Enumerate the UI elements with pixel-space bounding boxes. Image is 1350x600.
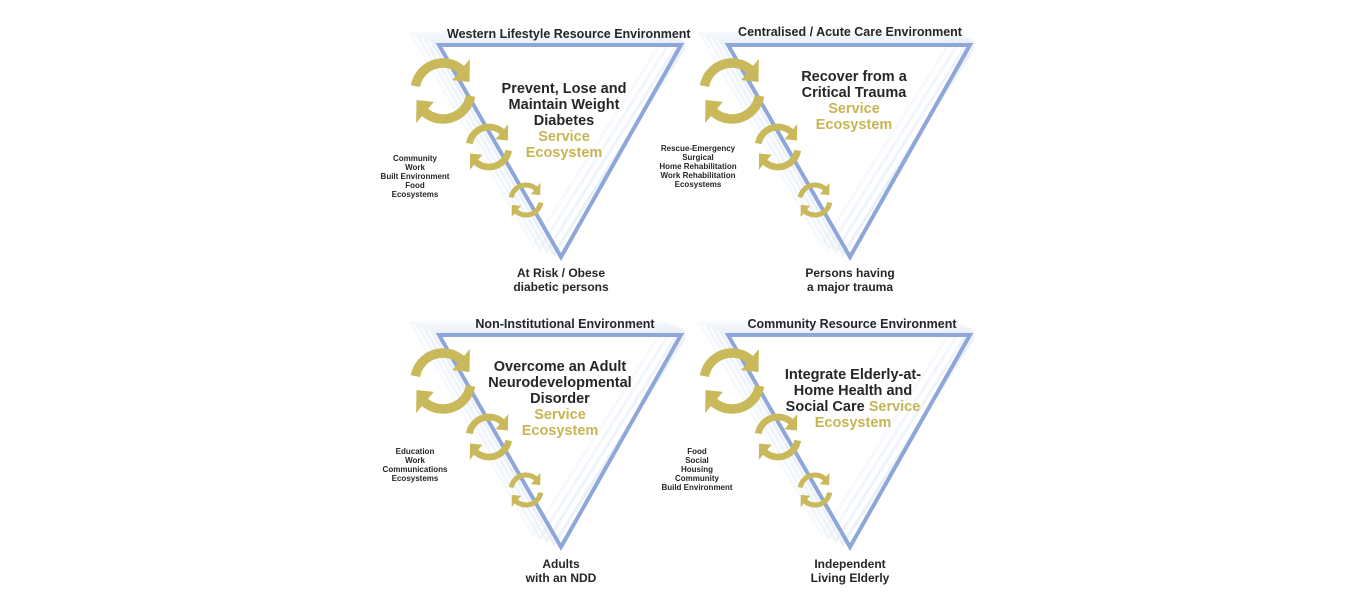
cycle-arrows-icon xyxy=(508,182,544,218)
triangle-ghost-outline xyxy=(422,37,684,254)
triangle-outline xyxy=(435,333,685,552)
cycle-arrows-icon xyxy=(754,413,802,461)
environment-label: Community Resource Environment xyxy=(747,317,957,331)
service-label: Service xyxy=(538,129,590,145)
cycle-arrows-icon xyxy=(410,58,476,124)
service-title: Overcome an Adult Neurodevelopmental Dis… xyxy=(485,359,635,439)
service-title: Integrate Elderly-at- Home Health and So… xyxy=(778,367,928,431)
cycle-arrows-icon xyxy=(797,182,833,218)
target-population: Persons having a major trauma xyxy=(805,266,895,294)
ecosystem-list: Rescue-Emergency Surgical Home Rehabilit… xyxy=(659,144,737,189)
service-label: Service xyxy=(828,101,880,117)
panel-trauma: Centralised / Acute Care Environment Rec… xyxy=(659,15,974,305)
triangle-ghost-outline xyxy=(711,327,973,544)
triangle-diagram xyxy=(408,31,685,262)
triangle-ghost-outline xyxy=(422,327,684,544)
environment-label: Non-Institutional Environment xyxy=(475,317,655,331)
panel-elderly: Community Resource Environment Integrate… xyxy=(661,305,974,595)
triangle-ghost-outline xyxy=(711,37,973,254)
cycle-arrows-icon xyxy=(465,413,513,461)
ecosystem-label: Ecosystem xyxy=(815,117,893,133)
cycle-arrows-icon xyxy=(699,348,765,414)
service-label: Service xyxy=(868,399,921,415)
triangle-ghost-outline xyxy=(704,324,966,541)
triangle-diagram xyxy=(697,31,974,262)
target-population: At Risk / Obese diabetic persons xyxy=(513,266,609,294)
triangle-outline xyxy=(435,43,685,262)
service-title: Recover from a Critical Trauma Service E… xyxy=(784,69,924,133)
ecosystem-label: Ecosystem xyxy=(525,145,603,161)
panel-ndd: Non-Institutional Environment Overcome a… xyxy=(383,305,685,595)
triangle-ghost-outline xyxy=(704,34,966,251)
triangle-ghost-outline xyxy=(415,34,677,251)
target-population: Independent Living Elderly xyxy=(810,557,890,585)
triangle-outline xyxy=(724,333,974,552)
environment-label: Centralised / Acute Care Environment xyxy=(738,25,962,39)
target-population: Adults with an NDD xyxy=(525,557,597,585)
triangle-diagram xyxy=(408,321,685,552)
cycle-arrows-icon xyxy=(465,123,513,171)
cycle-arrows-icon xyxy=(410,348,476,414)
cycle-arrows-icon xyxy=(508,472,544,508)
triangle-ghost-outline xyxy=(415,324,677,541)
ecosystem-label: Ecosystem xyxy=(814,415,892,431)
triangle-ghost-outline xyxy=(718,330,974,547)
ecosystem-list: Education Work Communications Ecosystems xyxy=(382,447,448,483)
triangle-outline xyxy=(724,43,974,262)
panel-diabetes: Western Lifestyle Resource Environment P… xyxy=(381,15,691,305)
cycle-arrows-icon xyxy=(797,472,833,508)
cycle-arrows-icon xyxy=(754,123,802,171)
cycle-arrows-icon xyxy=(699,58,765,124)
ecosystem-list: Community Work Built Environment Food Ec… xyxy=(380,154,450,199)
ecosystem-list: Food Social Housing Community Build Envi… xyxy=(661,447,733,492)
service-title: Prevent, Lose and Maintain Weight Diabet… xyxy=(489,81,639,161)
environment-label: Western Lifestyle Resource Environment xyxy=(447,27,691,41)
triangle-diagram xyxy=(697,321,974,552)
service-label: Service xyxy=(534,407,586,423)
ecosystem-label: Ecosystem xyxy=(521,423,599,439)
